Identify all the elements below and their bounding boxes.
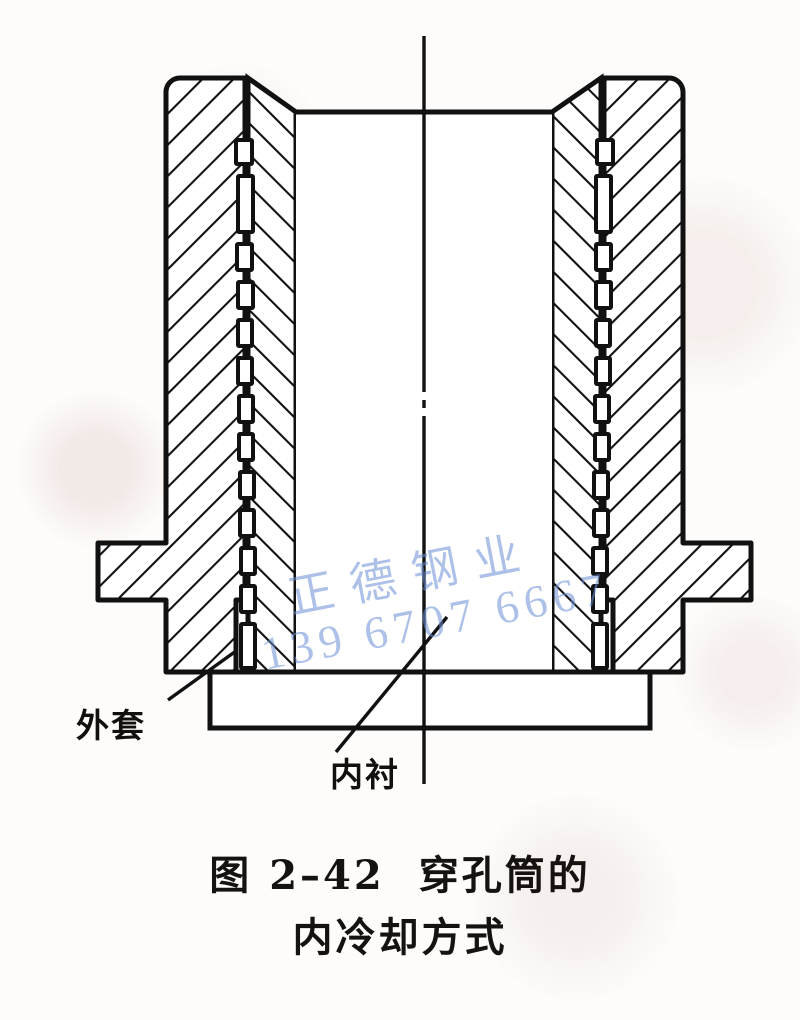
callout-label-outer-sleeve: 外套 [76, 706, 146, 745]
callout-leader-lines [167, 615, 449, 754]
figure-caption-line-2: 内冷却方式 [292, 914, 508, 961]
leader-line-inner-liner [334, 615, 449, 754]
callout-label-inner-liner: 内衬 [330, 755, 400, 794]
base-plate [207, 669, 653, 731]
caption-dash: – [300, 852, 324, 899]
inner-liner-left [245, 73, 299, 675]
figure-caption-line-1: 图 2–42 穿孔筒的 [0, 845, 800, 907]
cooling-channels-right [591, 138, 615, 670]
caption-figure-number: 42 [323, 852, 385, 899]
caption-title-part-1: 穿孔筒的 [418, 852, 591, 899]
outer-sleeve-left [95, 75, 248, 675]
figure-caption: 图 2–42 穿孔筒的 内冷却方式 [0, 845, 800, 969]
inner-liner-right [549, 73, 604, 675]
outer-sleeve-right [601, 75, 754, 675]
caption-figure-number-prefix: 图 2 [209, 852, 301, 899]
leader-line-outer-sleeve [167, 649, 237, 702]
cooling-channels-left [234, 138, 257, 670]
